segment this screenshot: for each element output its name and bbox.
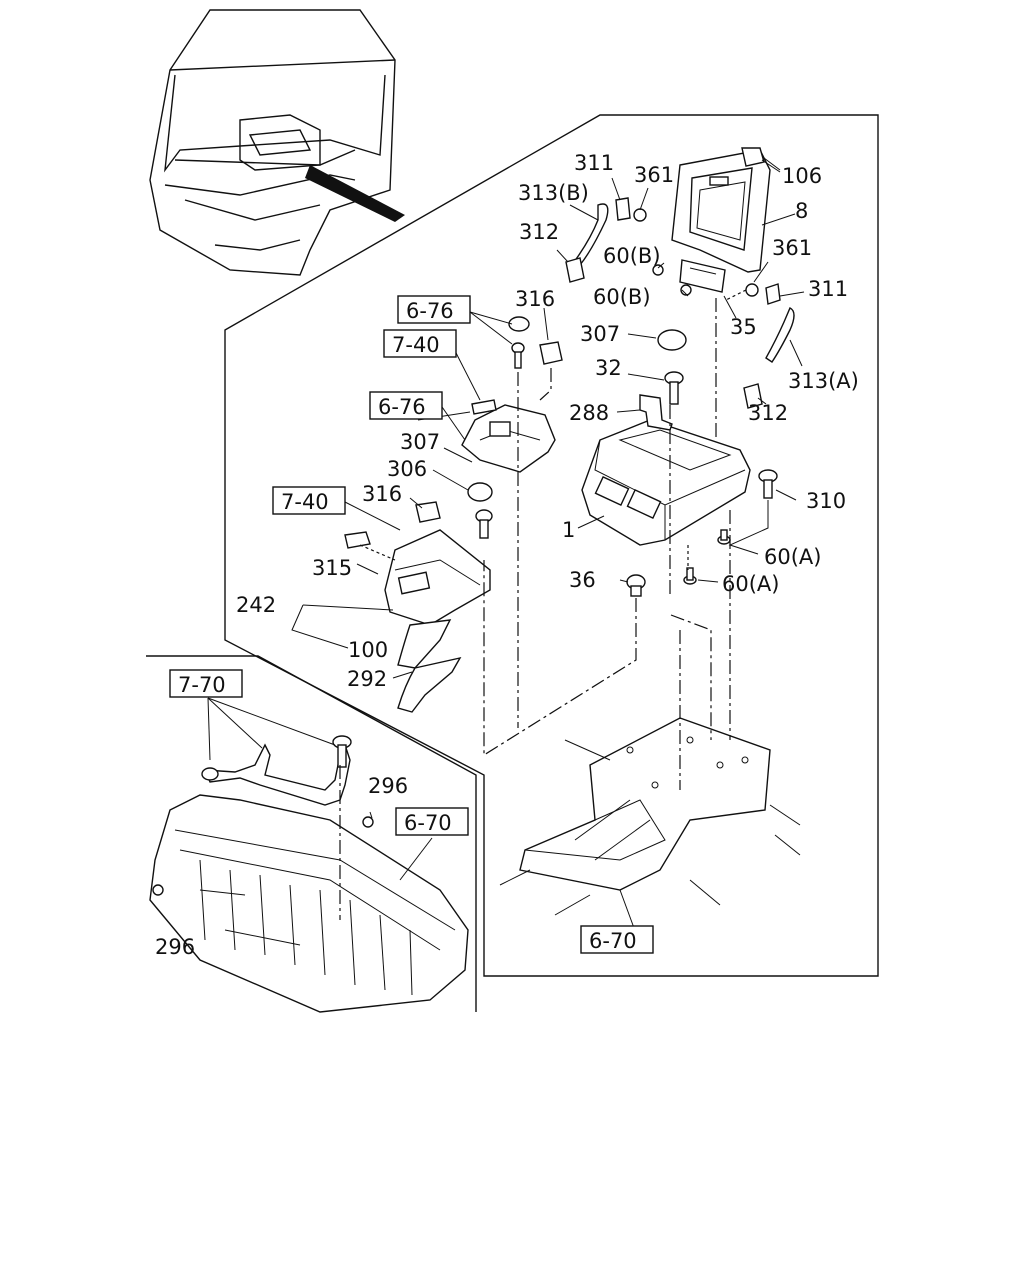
label-60a-lower: 60(A) [722, 572, 779, 596]
label-288: 288 [569, 401, 609, 425]
label-60a-right: 60(A) [764, 545, 821, 569]
leader-lines [199, 159, 805, 929]
ref-6-76-mid: 6-76 [378, 395, 426, 419]
console-cover-part-8 [671, 149, 771, 273]
trim-part-100 [397, 619, 452, 669]
ref-7-40-top: 7-40 [392, 333, 440, 357]
ref-6-70-inset: 6-70 [404, 811, 452, 835]
label-315: 315 [312, 556, 352, 580]
bracket-part-35 [679, 259, 726, 293]
floor-tunnel [499, 717, 801, 916]
label-106: 106 [782, 164, 822, 188]
console-housing-part-1 [581, 419, 751, 546]
label-60b-bottom: 60(B) [593, 285, 651, 309]
inset-floor-panel [149, 735, 469, 1013]
part-labels: 106 8 311 361 313(B) 312 60(B) 60(B) 361… [155, 151, 859, 959]
label-307-top: 307 [580, 322, 620, 346]
label-60b-top: 60(B) [603, 244, 661, 268]
clip-part-106 [741, 147, 781, 171]
label-311-right: 311 [808, 277, 848, 301]
ref-7-40-mid: 7-40 [281, 490, 329, 514]
label-361-top: 361 [634, 163, 674, 187]
label-312-top: 312 [519, 220, 559, 244]
label-32: 32 [595, 356, 622, 380]
inset-boundary [146, 655, 477, 1012]
cab-overview [149, 9, 405, 276]
trim-part-292 [397, 656, 462, 713]
main-boundary [224, 114, 879, 977]
small-parts-top [565, 197, 795, 409]
grommet-part-36 [626, 574, 646, 597]
clip-part-316-top [539, 341, 563, 365]
label-292: 292 [347, 667, 387, 691]
label-8: 8 [795, 199, 808, 223]
cap-part-306 [467, 482, 493, 502]
cap-part-6-76 [508, 316, 530, 369]
screws-part-60a [683, 529, 731, 585]
ref-6-70-bottom: 6-70 [589, 929, 637, 953]
label-35: 35 [730, 315, 757, 339]
screw-part-310 [758, 469, 778, 499]
label-311-top: 311 [574, 151, 614, 175]
label-296-top: 296 [368, 774, 408, 798]
lower-console-part-242 [344, 501, 491, 626]
screw-part-32 [664, 371, 684, 405]
label-313b: 313(B) [518, 181, 589, 205]
label-242: 242 [236, 593, 276, 617]
ref-7-70: 7-70 [178, 673, 226, 697]
screw-part-307-lower [475, 509, 493, 539]
label-313a: 313(A) [788, 369, 859, 393]
label-316-top: 316 [515, 287, 555, 311]
reference-boxes: 6-76 7-40 6-76 7-40 7-70 6-70 6-70 [169, 295, 654, 954]
upper-console-part [461, 399, 556, 473]
label-306: 306 [387, 457, 427, 481]
label-361-right: 361 [772, 236, 812, 260]
label-296-bottom: 296 [155, 935, 195, 959]
label-1: 1 [562, 518, 575, 542]
label-100: 100 [348, 638, 388, 662]
cap-part-307-top [657, 329, 687, 351]
ref-6-76-top: 6-76 [406, 299, 454, 323]
label-316-left: 316 [362, 482, 402, 506]
label-310: 310 [806, 489, 846, 513]
label-36: 36 [569, 568, 596, 592]
label-307-left: 307 [400, 430, 440, 454]
label-312-right: 312 [748, 401, 788, 425]
